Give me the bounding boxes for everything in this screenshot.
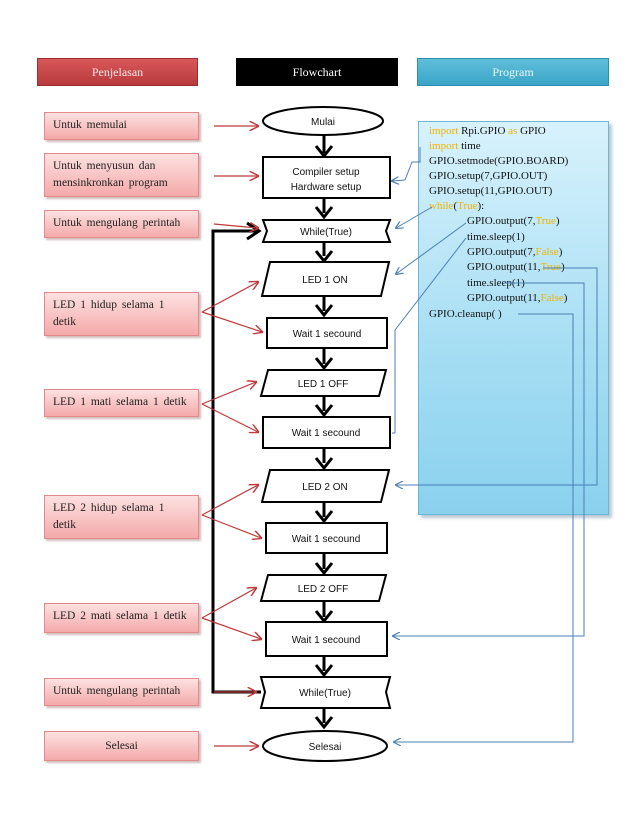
wait-1-box <box>266 317 388 349</box>
setup-label-1: Compiler setup <box>292 167 360 178</box>
code-line-5: GPIO.setup(11,GPIO.OUT) <box>429 185 553 197</box>
led2-off-shape <box>259 574 388 602</box>
start-terminal <box>262 106 384 136</box>
code-line-2: import time <box>429 140 481 152</box>
wait-1-label: Wait 1 secound <box>293 329 362 340</box>
start-label: Mulai <box>311 117 335 128</box>
note-setup: Untuk menyusun dan mensinkronkan program <box>44 153 199 197</box>
note-repeat-2: Untuk mengulang perintah <box>44 678 199 706</box>
program-code-box <box>418 121 609 515</box>
note-led1-off: LED 1 mati selama 1 detik <box>44 389 199 417</box>
led1-on-label: LED 1 ON <box>302 275 348 286</box>
note-end: Selesai <box>44 731 199 761</box>
note-led2-off: LED 2 mati selama 1 detik <box>44 603 199 633</box>
explanation-arrows <box>201 126 262 746</box>
note-repeat: Untuk mengulang perintah <box>44 210 199 238</box>
program-mapping-lines <box>392 147 598 742</box>
while-bottom-shape <box>259 676 392 709</box>
led2-on-label: LED 2 ON <box>302 482 348 493</box>
code-line-4: GPIO.setup(7,GPIO.OUT) <box>429 170 548 182</box>
note-led1-on: LED 1 hidup selama 1 detik <box>44 292 199 336</box>
wait-2-label: Wait 1 secound <box>292 428 361 439</box>
wait-3-box <box>265 522 388 554</box>
header-program: Program <box>417 58 609 86</box>
wait-4-label: Wait 1 secound <box>292 635 361 646</box>
code-line-3: GPIO.setmode(GPIO.BOARD) <box>429 155 569 167</box>
wait-3-label: Wait 1 secound <box>292 534 361 545</box>
while-bottom-label: While(True) <box>299 688 351 699</box>
led2-on-shape <box>260 469 391 503</box>
setup-box <box>262 156 391 199</box>
code-line-12: GPIO.output(11,False) <box>467 292 568 304</box>
code-line-7: GPIO.output(7,True) <box>467 215 560 227</box>
wait-2-box <box>262 416 391 449</box>
while-top-shape <box>261 219 392 243</box>
led1-off-label: LED 1 OFF <box>298 379 349 390</box>
setup-label-2: Hardware setup <box>291 182 362 193</box>
note-led2-on: LED 2 hidup selama 1 detik <box>44 495 199 539</box>
header-flowchart: Flowchart <box>236 58 398 86</box>
code-line-11: time.sleep(1) <box>467 277 525 289</box>
while-top-label: While(True) <box>300 227 352 238</box>
note-start: Untuk memulai <box>44 112 199 140</box>
code-line-6: while(True): <box>429 200 485 212</box>
code-line-9: GPIO.output(7,False) <box>467 246 563 258</box>
header-explanation: Penjelasan <box>37 58 198 86</box>
code-line-13: GPIO.cleanup( ) <box>429 308 502 320</box>
code-line-1: import Rpi.GPIO as GPIO <box>429 125 546 137</box>
end-terminal <box>262 730 388 762</box>
code-line-8: time.sleep(1) <box>467 231 525 243</box>
led1-on-shape <box>260 261 391 297</box>
led1-off-shape <box>259 369 388 397</box>
end-label: Selesai <box>309 742 342 753</box>
led2-off-label: LED 2 OFF <box>298 584 349 595</box>
code-line-10: GPIO.output(11,True) <box>467 261 565 273</box>
wait-4-box <box>265 621 388 657</box>
